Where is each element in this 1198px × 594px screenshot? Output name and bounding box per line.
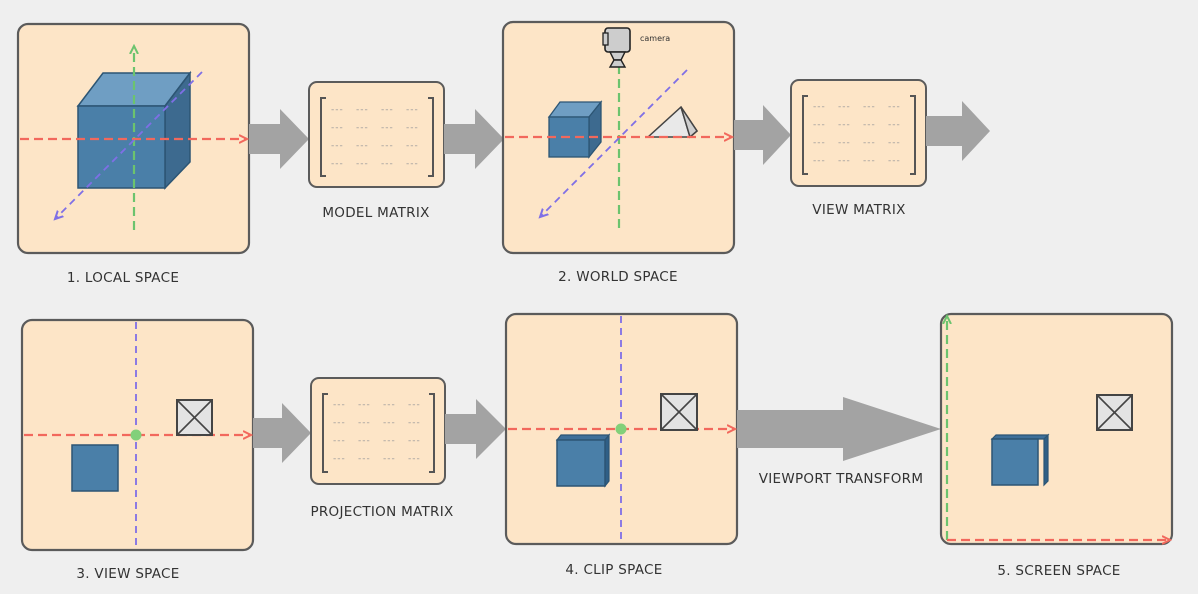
clip-space-crossed-box	[660, 393, 698, 431]
world-space-cube	[547, 100, 603, 159]
matrix-cell: ---	[888, 156, 901, 166]
model-matrix: --- --- --- --- --- --- --- --- --- --- --- --- --- -…	[308, 81, 445, 188]
world-z-axis	[540, 69, 688, 217]
matrix-cell: ---	[383, 436, 396, 446]
matrix-cell: ---	[381, 141, 394, 151]
matrix-cell: ---	[381, 159, 394, 169]
matrix-cell: ---	[333, 400, 346, 410]
screen-space-crossed-box	[1096, 394, 1133, 431]
arrow-to-model-matrix	[249, 109, 309, 169]
matrix-cell: ---	[408, 454, 421, 464]
view-matrix: --- --- --- --- --- --- --- --- --- --- --- --- --- -…	[790, 79, 927, 187]
matrix-cell: ---	[358, 400, 371, 410]
view-matrix-caption: VIEW MATRIX	[812, 202, 905, 218]
arrow-to-view-matrix	[734, 105, 791, 165]
matrix-cell: ---	[838, 156, 851, 166]
screen-space-cube	[990, 433, 1050, 487]
world-space-pyramid	[646, 105, 698, 139]
local-z-axis	[55, 71, 203, 219]
screen-space-caption: 5. SCREEN SPACE	[997, 563, 1120, 579]
matrix-cell: ---	[813, 138, 826, 148]
clip-space-panel	[504, 312, 739, 546]
matrix-cell: ---	[408, 436, 421, 446]
clip-origin-dot	[615, 423, 627, 435]
view-space-crossed-box	[176, 399, 213, 436]
view-origin-dot	[130, 429, 142, 441]
matrix-cell: ---	[331, 159, 344, 169]
arrow-continue	[926, 101, 990, 161]
matrix-cell: ---	[863, 156, 876, 166]
matrix-cell: ---	[408, 418, 421, 428]
matrix-cell: ---	[358, 418, 371, 428]
matrix-cell: ---	[813, 120, 826, 130]
matrix-cell: ---	[331, 141, 344, 151]
matrix-cell: ---	[406, 123, 419, 133]
matrix-cell: ---	[381, 123, 394, 133]
matrix-cell: ---	[356, 159, 369, 169]
matrix-cell: ---	[358, 454, 371, 464]
view-space-panel	[20, 318, 255, 552]
matrix-cell: ---	[331, 123, 344, 133]
matrix-cell: ---	[333, 436, 346, 446]
matrix-cell: ---	[381, 105, 394, 115]
matrix-cell: ---	[863, 138, 876, 148]
view-space-caption: 3. VIEW SPACE	[76, 566, 179, 582]
world-space-panel: camera	[501, 20, 736, 255]
matrix-cell: ---	[383, 418, 396, 428]
matrix-cell: ---	[356, 105, 369, 115]
camera-icon	[602, 27, 631, 68]
matrix-cell: ---	[331, 105, 344, 115]
viewport-transform-caption: VIEWPORT TRANSFORM	[759, 471, 924, 487]
matrix-cell: ---	[408, 400, 421, 410]
matrix-cell: ---	[406, 141, 419, 151]
matrix-cell: ---	[358, 436, 371, 446]
viewport-transform-arrow	[737, 397, 941, 461]
matrix-cell: ---	[406, 105, 419, 115]
projection-matrix: --- --- --- --- --- --- --- --- --- --- --- --- --- -…	[310, 377, 446, 485]
matrix-cell: ---	[838, 138, 851, 148]
matrix-cell: ---	[888, 120, 901, 130]
matrix-cell: ---	[333, 418, 346, 428]
matrix-cell: ---	[813, 156, 826, 166]
model-matrix-caption: MODEL MATRIX	[322, 205, 429, 221]
matrix-cell: ---	[863, 120, 876, 130]
view-space-cube	[71, 444, 119, 492]
clip-space-cube	[555, 433, 611, 488]
matrix-cell: ---	[356, 123, 369, 133]
arrow-to-world-space	[444, 109, 504, 169]
matrix-cell: ---	[383, 454, 396, 464]
local-space-caption: 1. LOCAL SPACE	[67, 270, 179, 286]
matrix-cell: ---	[863, 102, 876, 112]
matrix-cell: ---	[838, 102, 851, 112]
world-space-caption: 2. WORLD SPACE	[558, 269, 678, 285]
arrow-to-clip-space	[445, 399, 506, 459]
screen-space-panel	[939, 312, 1174, 546]
arrow-to-projection-matrix	[253, 403, 311, 463]
matrix-cell: ---	[383, 400, 396, 410]
matrix-cell: ---	[356, 141, 369, 151]
clip-space-caption: 4. CLIP SPACE	[565, 562, 662, 578]
matrix-cell: ---	[838, 120, 851, 130]
matrix-cell: ---	[333, 454, 346, 464]
matrix-cell: ---	[888, 102, 901, 112]
projection-matrix-caption: PROJECTION MATRIX	[310, 504, 453, 520]
matrix-cell: ---	[406, 159, 419, 169]
camera-label: camera	[640, 34, 670, 43]
local-space-panel	[16, 22, 251, 255]
matrix-cell: ---	[813, 102, 826, 112]
matrix-cell: ---	[888, 138, 901, 148]
